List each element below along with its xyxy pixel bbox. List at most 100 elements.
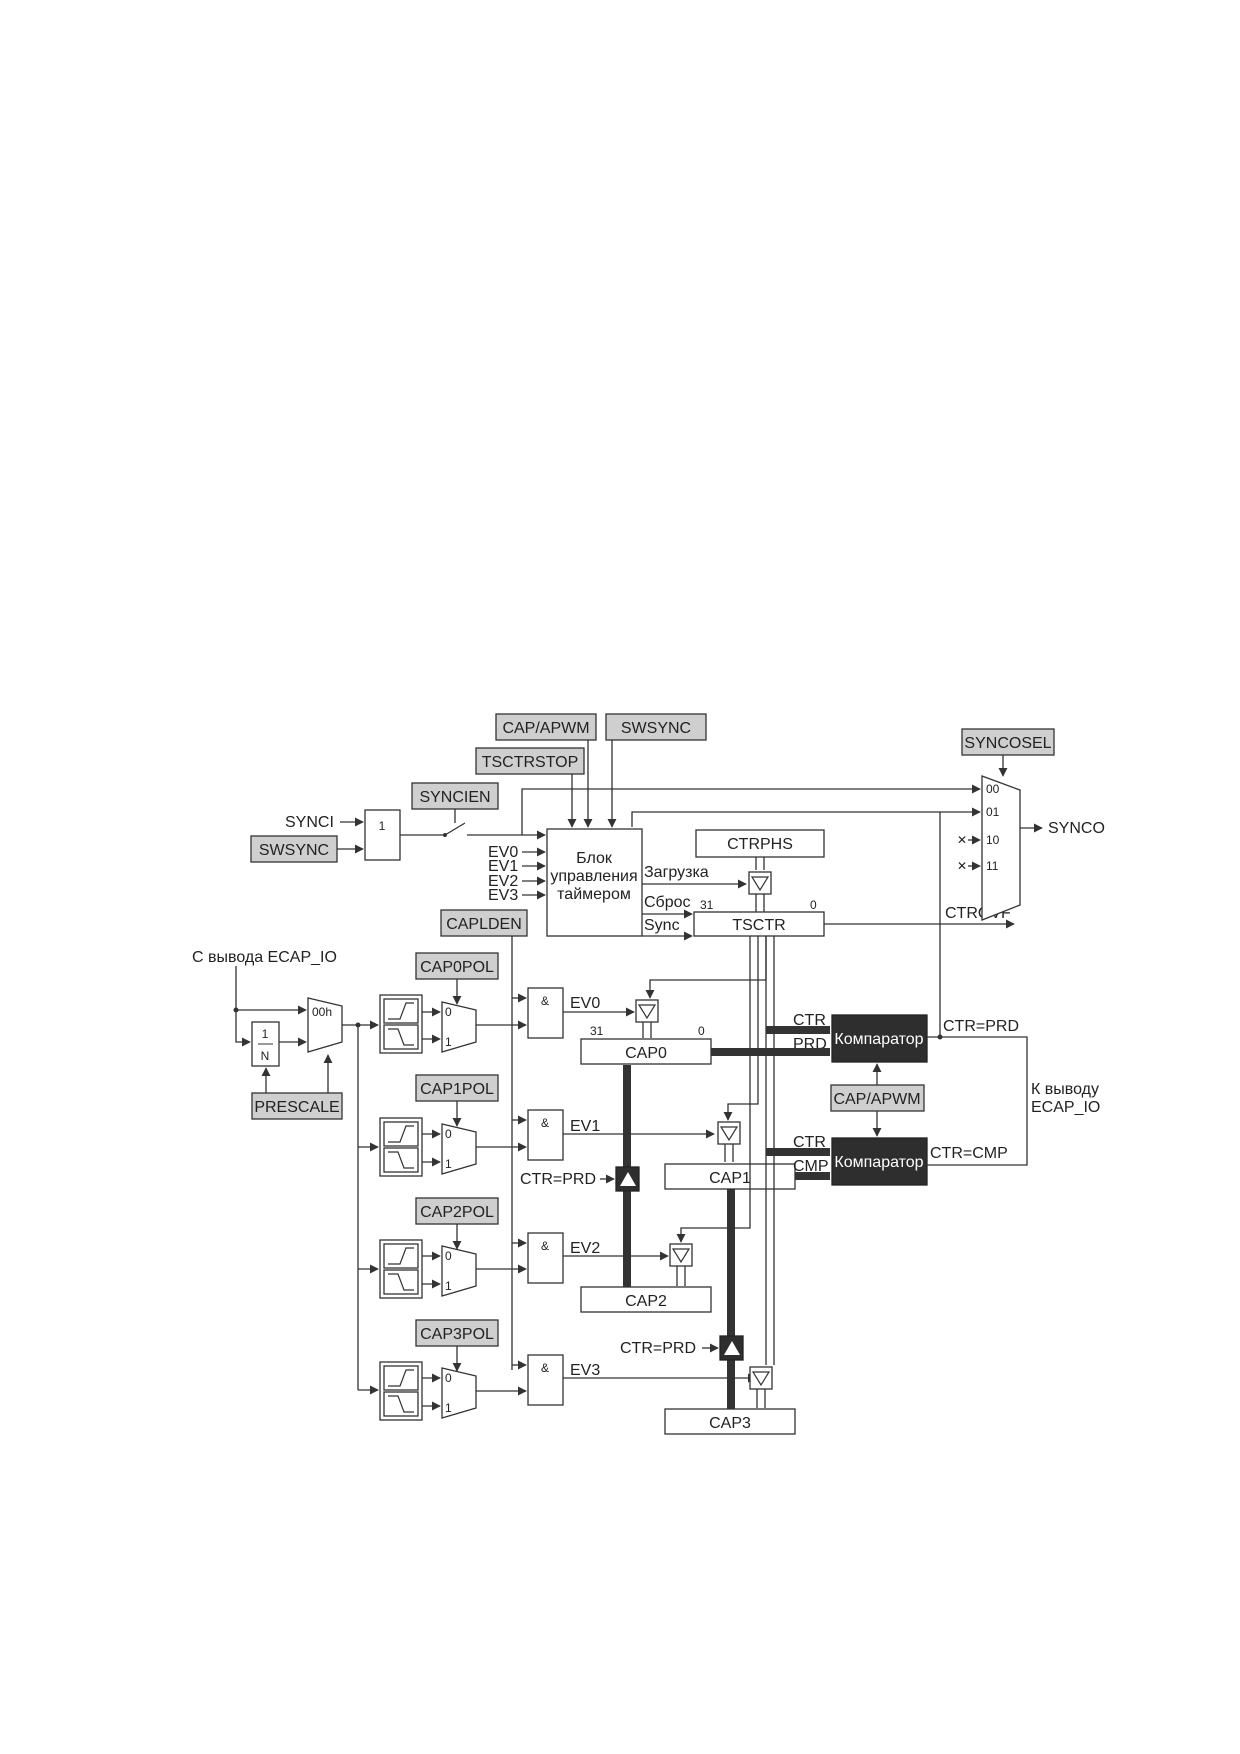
cap0-register: CAP0 xyxy=(580,1038,712,1065)
ev3-label: EV3 xyxy=(570,1362,600,1379)
ev1-in-label: EV1 xyxy=(488,858,518,875)
syncien-switch xyxy=(400,822,546,840)
svg-text:0: 0 xyxy=(445,1127,452,1141)
ctr-label-1: CTR xyxy=(793,1012,826,1029)
ctrphs-register: CTRPHS xyxy=(695,829,825,858)
ctr-prd-out-label: CTR=PRD xyxy=(943,1018,1019,1035)
edge-detector-1 xyxy=(379,1117,423,1177)
cap1-register: CAP1 xyxy=(664,1163,796,1190)
cap3-register: CAP3 xyxy=(664,1408,796,1435)
comparator-prd: Компаратор xyxy=(831,1014,928,1063)
svg-text:0: 0 xyxy=(445,1249,452,1263)
ctr-cmp-out-label: CTR=CMP xyxy=(930,1145,1008,1162)
svg-text:1: 1 xyxy=(445,1157,452,1171)
svg-text:SWSYNC: SWSYNC xyxy=(259,842,329,859)
svg-text:CAP2POL: CAP2POL xyxy=(420,1204,494,1221)
svg-text:PRESCALE: PRESCALE xyxy=(254,1099,339,1116)
polarity-mux-0: 0 1 xyxy=(441,1001,477,1053)
svg-text:TSCTRSTOP: TSCTRSTOP xyxy=(482,754,579,771)
polarity-mux-3: 0 1 xyxy=(441,1367,477,1419)
svg-text:Компаратор: Компаратор xyxy=(834,1154,923,1171)
cap1-shadow-load-icon xyxy=(615,1166,640,1192)
ctr-prd-cap1-label: CTR=PRD xyxy=(520,1171,596,1188)
svg-text:N: N xyxy=(261,1049,270,1063)
edge-detector-0 xyxy=(379,994,423,1054)
register-swsync: SWSYNC xyxy=(605,713,707,741)
cap1-load-icon xyxy=(717,1121,741,1145)
comparator-cmp: Компаратор xyxy=(831,1137,928,1186)
timer-control-block: Блок управления таймером xyxy=(546,828,643,937)
svg-text:CAP/APWM: CAP/APWM xyxy=(502,720,589,737)
ecap-output-label-1: К выводу xyxy=(1031,1081,1099,1098)
ev3-in-label: EV3 xyxy=(488,887,518,904)
svg-text:&: & xyxy=(541,1239,549,1253)
cap2-register: CAP2 xyxy=(580,1286,712,1313)
register-swsync-input: SWSYNC xyxy=(250,835,338,863)
svg-text:0: 0 xyxy=(445,1005,452,1019)
svg-text:01: 01 xyxy=(986,805,1000,819)
unused-input-11-icon: ✕ xyxy=(957,859,967,873)
cap0-bit0: 0 xyxy=(698,1024,705,1038)
unused-input-10-icon: ✕ xyxy=(957,833,967,847)
svg-text:CAPLDEN: CAPLDEN xyxy=(446,916,522,933)
svg-text:CTRPHS: CTRPHS xyxy=(727,836,793,853)
cap3-load-icon xyxy=(749,1366,773,1390)
svg-text:CAP1POL: CAP1POL xyxy=(420,1081,494,1098)
ctr-label-2: CTR xyxy=(793,1134,826,1151)
register-syncosel: SYNCOSEL xyxy=(961,728,1055,756)
load-label: Загрузка xyxy=(644,864,709,881)
cap2-load-icon xyxy=(669,1243,693,1267)
svg-text:SWSYNC: SWSYNC xyxy=(621,720,691,737)
register-syncien: SYNCIEN xyxy=(411,782,499,810)
polarity-mux-1: 0 1 xyxy=(441,1123,477,1175)
edge-detector-2 xyxy=(379,1239,423,1299)
and-gate-1: & xyxy=(527,1109,564,1161)
polarity-mux-2: 0 1 xyxy=(441,1245,477,1297)
ev0-label: EV0 xyxy=(570,995,600,1012)
tsctr-bit31: 31 xyxy=(700,898,714,912)
register-cap1pol: CAP1POL xyxy=(415,1074,499,1102)
or-gate: 1 xyxy=(364,809,401,861)
synci-label: SYNCI xyxy=(285,814,334,831)
load-buffer-icon xyxy=(748,871,772,895)
sync-label: Sync xyxy=(644,917,680,934)
svg-text:1: 1 xyxy=(445,1035,452,1049)
prescale-divider: 1 N xyxy=(251,1021,280,1067)
ecap-input-label: С вывода ECAP_IO xyxy=(192,949,337,966)
svg-text:CAP0: CAP0 xyxy=(625,1045,667,1062)
cmp-label: CMP xyxy=(793,1158,829,1175)
tsctr-register: TSCTR xyxy=(693,911,825,937)
register-tsctrstop: TSCTRSTOP xyxy=(475,747,585,775)
edge-detector-3 xyxy=(379,1361,423,1421)
cap3-shadow-load-icon xyxy=(719,1335,744,1361)
svg-text:&: & xyxy=(541,994,549,1008)
cap0-load-icon xyxy=(635,999,659,1023)
ev2-in-label: EV2 xyxy=(488,873,518,890)
register-cap-apwm: CAP/APWM xyxy=(495,713,597,741)
cap0-bit31: 31 xyxy=(590,1024,604,1038)
svg-text:CAP2: CAP2 xyxy=(625,1293,667,1310)
and-gate-3: & xyxy=(527,1354,564,1406)
svg-text:CAP1: CAP1 xyxy=(709,1170,751,1187)
reset-label: Сброс xyxy=(644,894,691,911)
register-capldem: CAPLDEN xyxy=(440,909,528,937)
svg-text:Блок: Блок xyxy=(576,850,613,867)
tsctr-bit0: 0 xyxy=(810,898,817,912)
svg-text:&: & xyxy=(541,1361,549,1375)
and-gate-0: & xyxy=(527,987,564,1039)
ev0-in-label: EV0 xyxy=(488,844,518,861)
and-gate-2: & xyxy=(527,1232,564,1284)
svg-text:Компаратор: Компаратор xyxy=(834,1031,923,1048)
ev1-label: EV1 xyxy=(570,1118,600,1135)
register-cap-apwm-2: CAP/APWM xyxy=(830,1084,925,1112)
svg-text:CAP0POL: CAP0POL xyxy=(420,959,494,976)
svg-text:CAP3POL: CAP3POL xyxy=(420,1326,494,1343)
svg-text:SYNCIEN: SYNCIEN xyxy=(419,789,490,806)
register-cap2pol: CAP2POL xyxy=(415,1197,499,1225)
register-prescale: PRESCALE xyxy=(251,1092,343,1120)
syncosel-mux: 00 01 10 11 xyxy=(981,775,1021,921)
svg-text:00h: 00h xyxy=(312,1005,332,1019)
svg-text:00: 00 xyxy=(986,782,1000,796)
ev2-label: EV2 xyxy=(570,1240,600,1257)
